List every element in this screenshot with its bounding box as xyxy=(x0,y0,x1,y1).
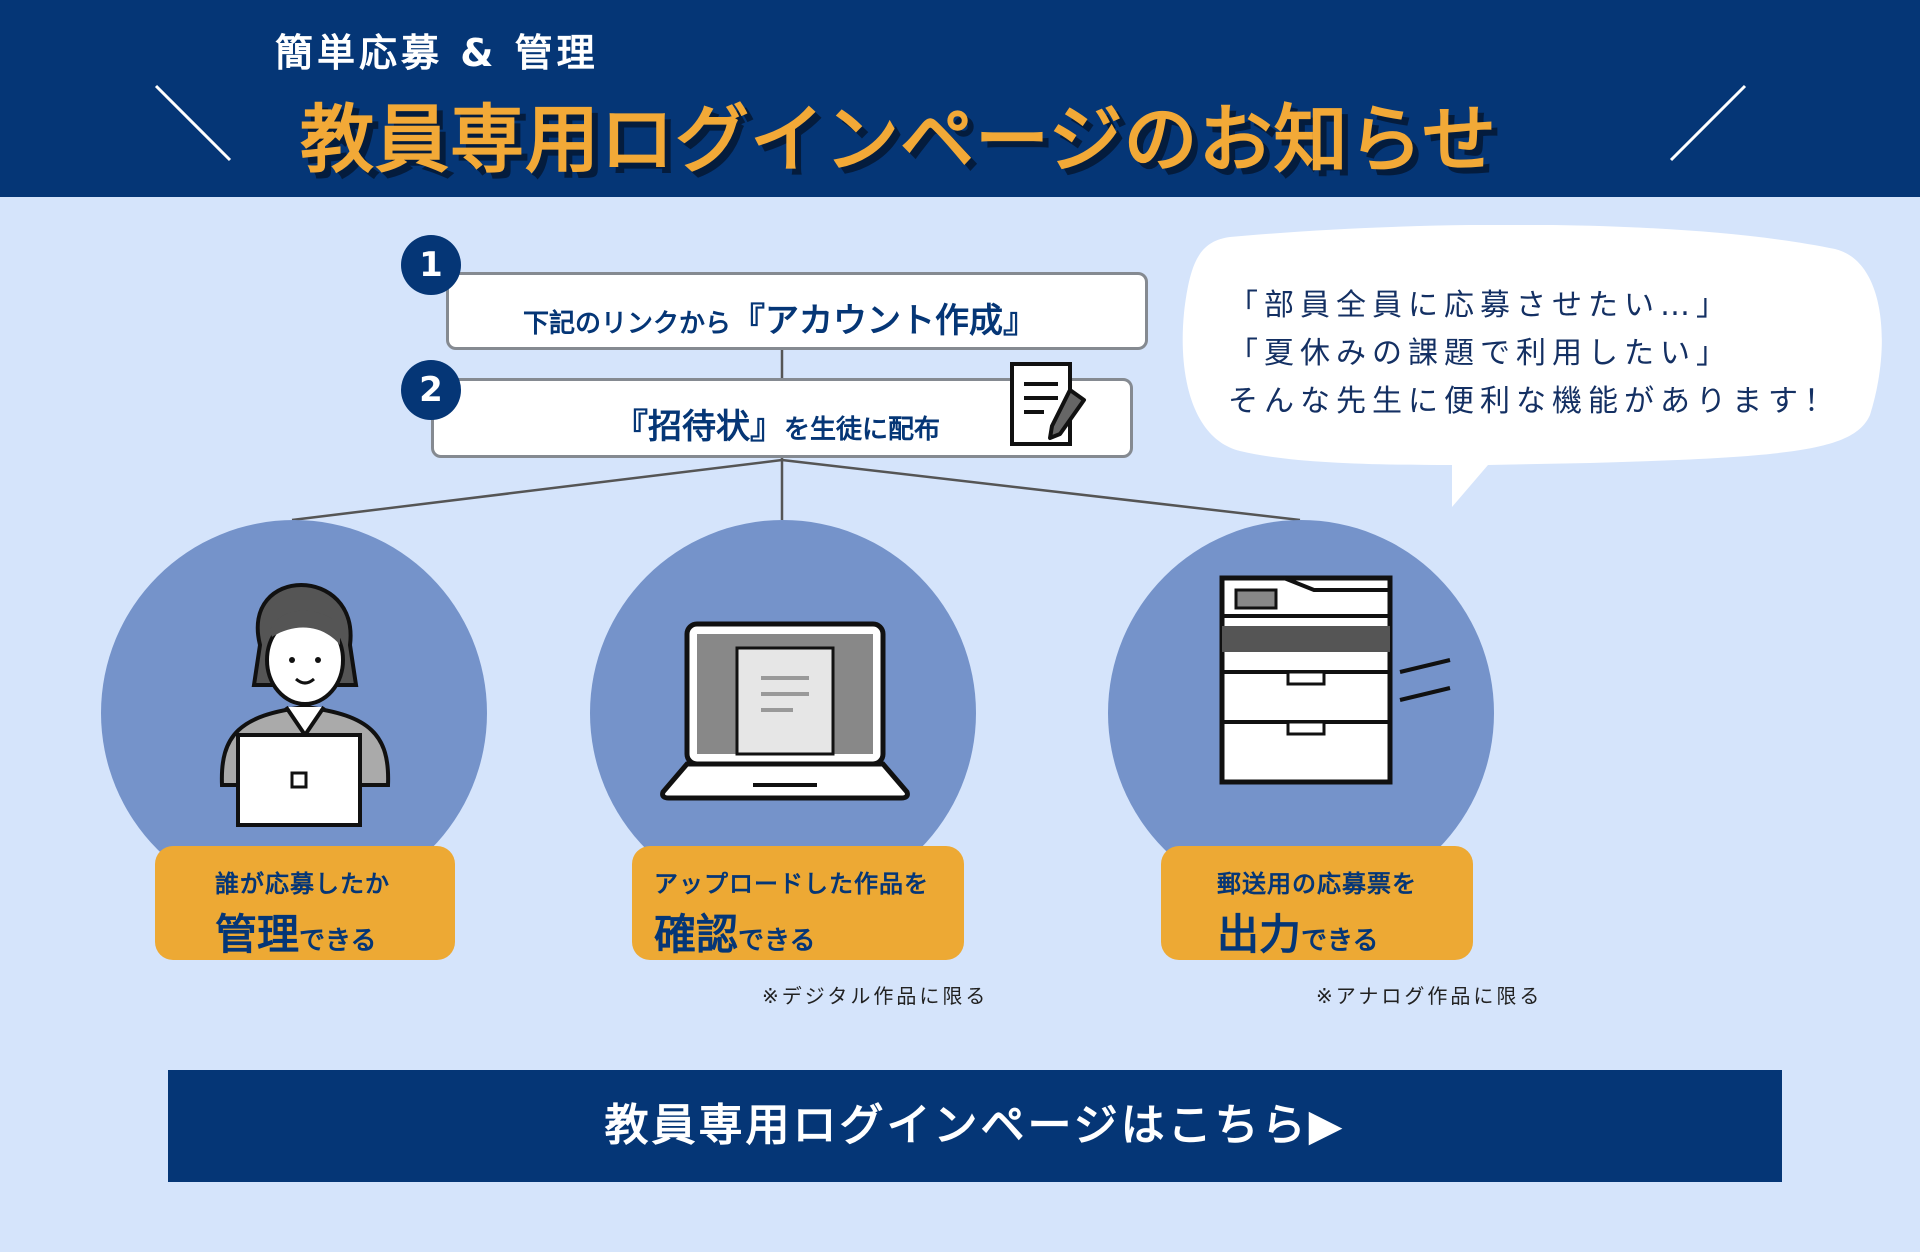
step-1-box: 下記のリンクから『アカウント作成』 xyxy=(446,272,1148,350)
step-2-number: 2 xyxy=(401,360,461,420)
right-slash-decoration xyxy=(1669,84,1747,162)
feature-label-manage: 誰が応募したか 管理できる xyxy=(155,846,455,960)
bubble-line-3: そんな先生に便利な機能があります！ xyxy=(1228,384,1840,419)
feature-2-suffix: できる xyxy=(738,926,816,956)
feature-1-suffix: できる xyxy=(299,926,377,956)
left-slash-decoration xyxy=(154,84,232,162)
laptop-icon xyxy=(660,621,910,801)
header-banner xyxy=(0,0,1920,197)
speech-bubble xyxy=(1182,225,1882,507)
bubble-line-1: 「部員全員に応募させたい…」 xyxy=(1228,288,1732,323)
feature-3-line1: 郵送用の応募票を xyxy=(1217,870,1417,898)
teacher-laptop-icon xyxy=(219,583,391,827)
step-2-text: を生徒に配布 xyxy=(784,415,941,445)
document-pen-icon xyxy=(1010,362,1086,446)
printer-icon xyxy=(1219,575,1451,785)
page-title: 教員専用ログインページのお知らせ xyxy=(300,97,1498,183)
feature-3-note: ※アナログ作品に限る xyxy=(1316,984,1543,1008)
feature-2-big: 確認 xyxy=(654,910,739,959)
feature-2-note: ※デジタル作品に限る xyxy=(762,984,989,1008)
feature-label-confirm: アップロードした作品を 確認できる xyxy=(632,846,964,960)
teacher-login-button[interactable]: 教員専用ログインページはこちら▶ xyxy=(168,1070,1782,1182)
step-1-number: 1 xyxy=(401,235,461,295)
feature-3-suffix: できる xyxy=(1301,926,1379,956)
bubble-line-2: 「夏休みの課題で利用したい」 xyxy=(1228,336,1732,371)
feature-2-line1: アップロードした作品を xyxy=(654,870,929,898)
feature-1-big: 管理 xyxy=(215,910,300,959)
feature-3-big: 出力 xyxy=(1217,910,1302,959)
feature-1-line1: 誰が応募したか xyxy=(215,870,390,898)
step-2-highlight: 『招待状』 xyxy=(614,407,784,447)
step-1-text: 下記のリンクから xyxy=(523,309,732,339)
step-1-highlight: 『アカウント作成』 xyxy=(731,301,1038,341)
bubble-text: 「部員全員に応募させたい…」 「夏休みの課題で利用したい」 そんな先生に便利な機… xyxy=(1228,282,1840,426)
header-subtitle: 簡単応募 & 管理 xyxy=(275,31,599,75)
feature-label-output: 郵送用の応募票を 出力できる xyxy=(1161,846,1473,960)
